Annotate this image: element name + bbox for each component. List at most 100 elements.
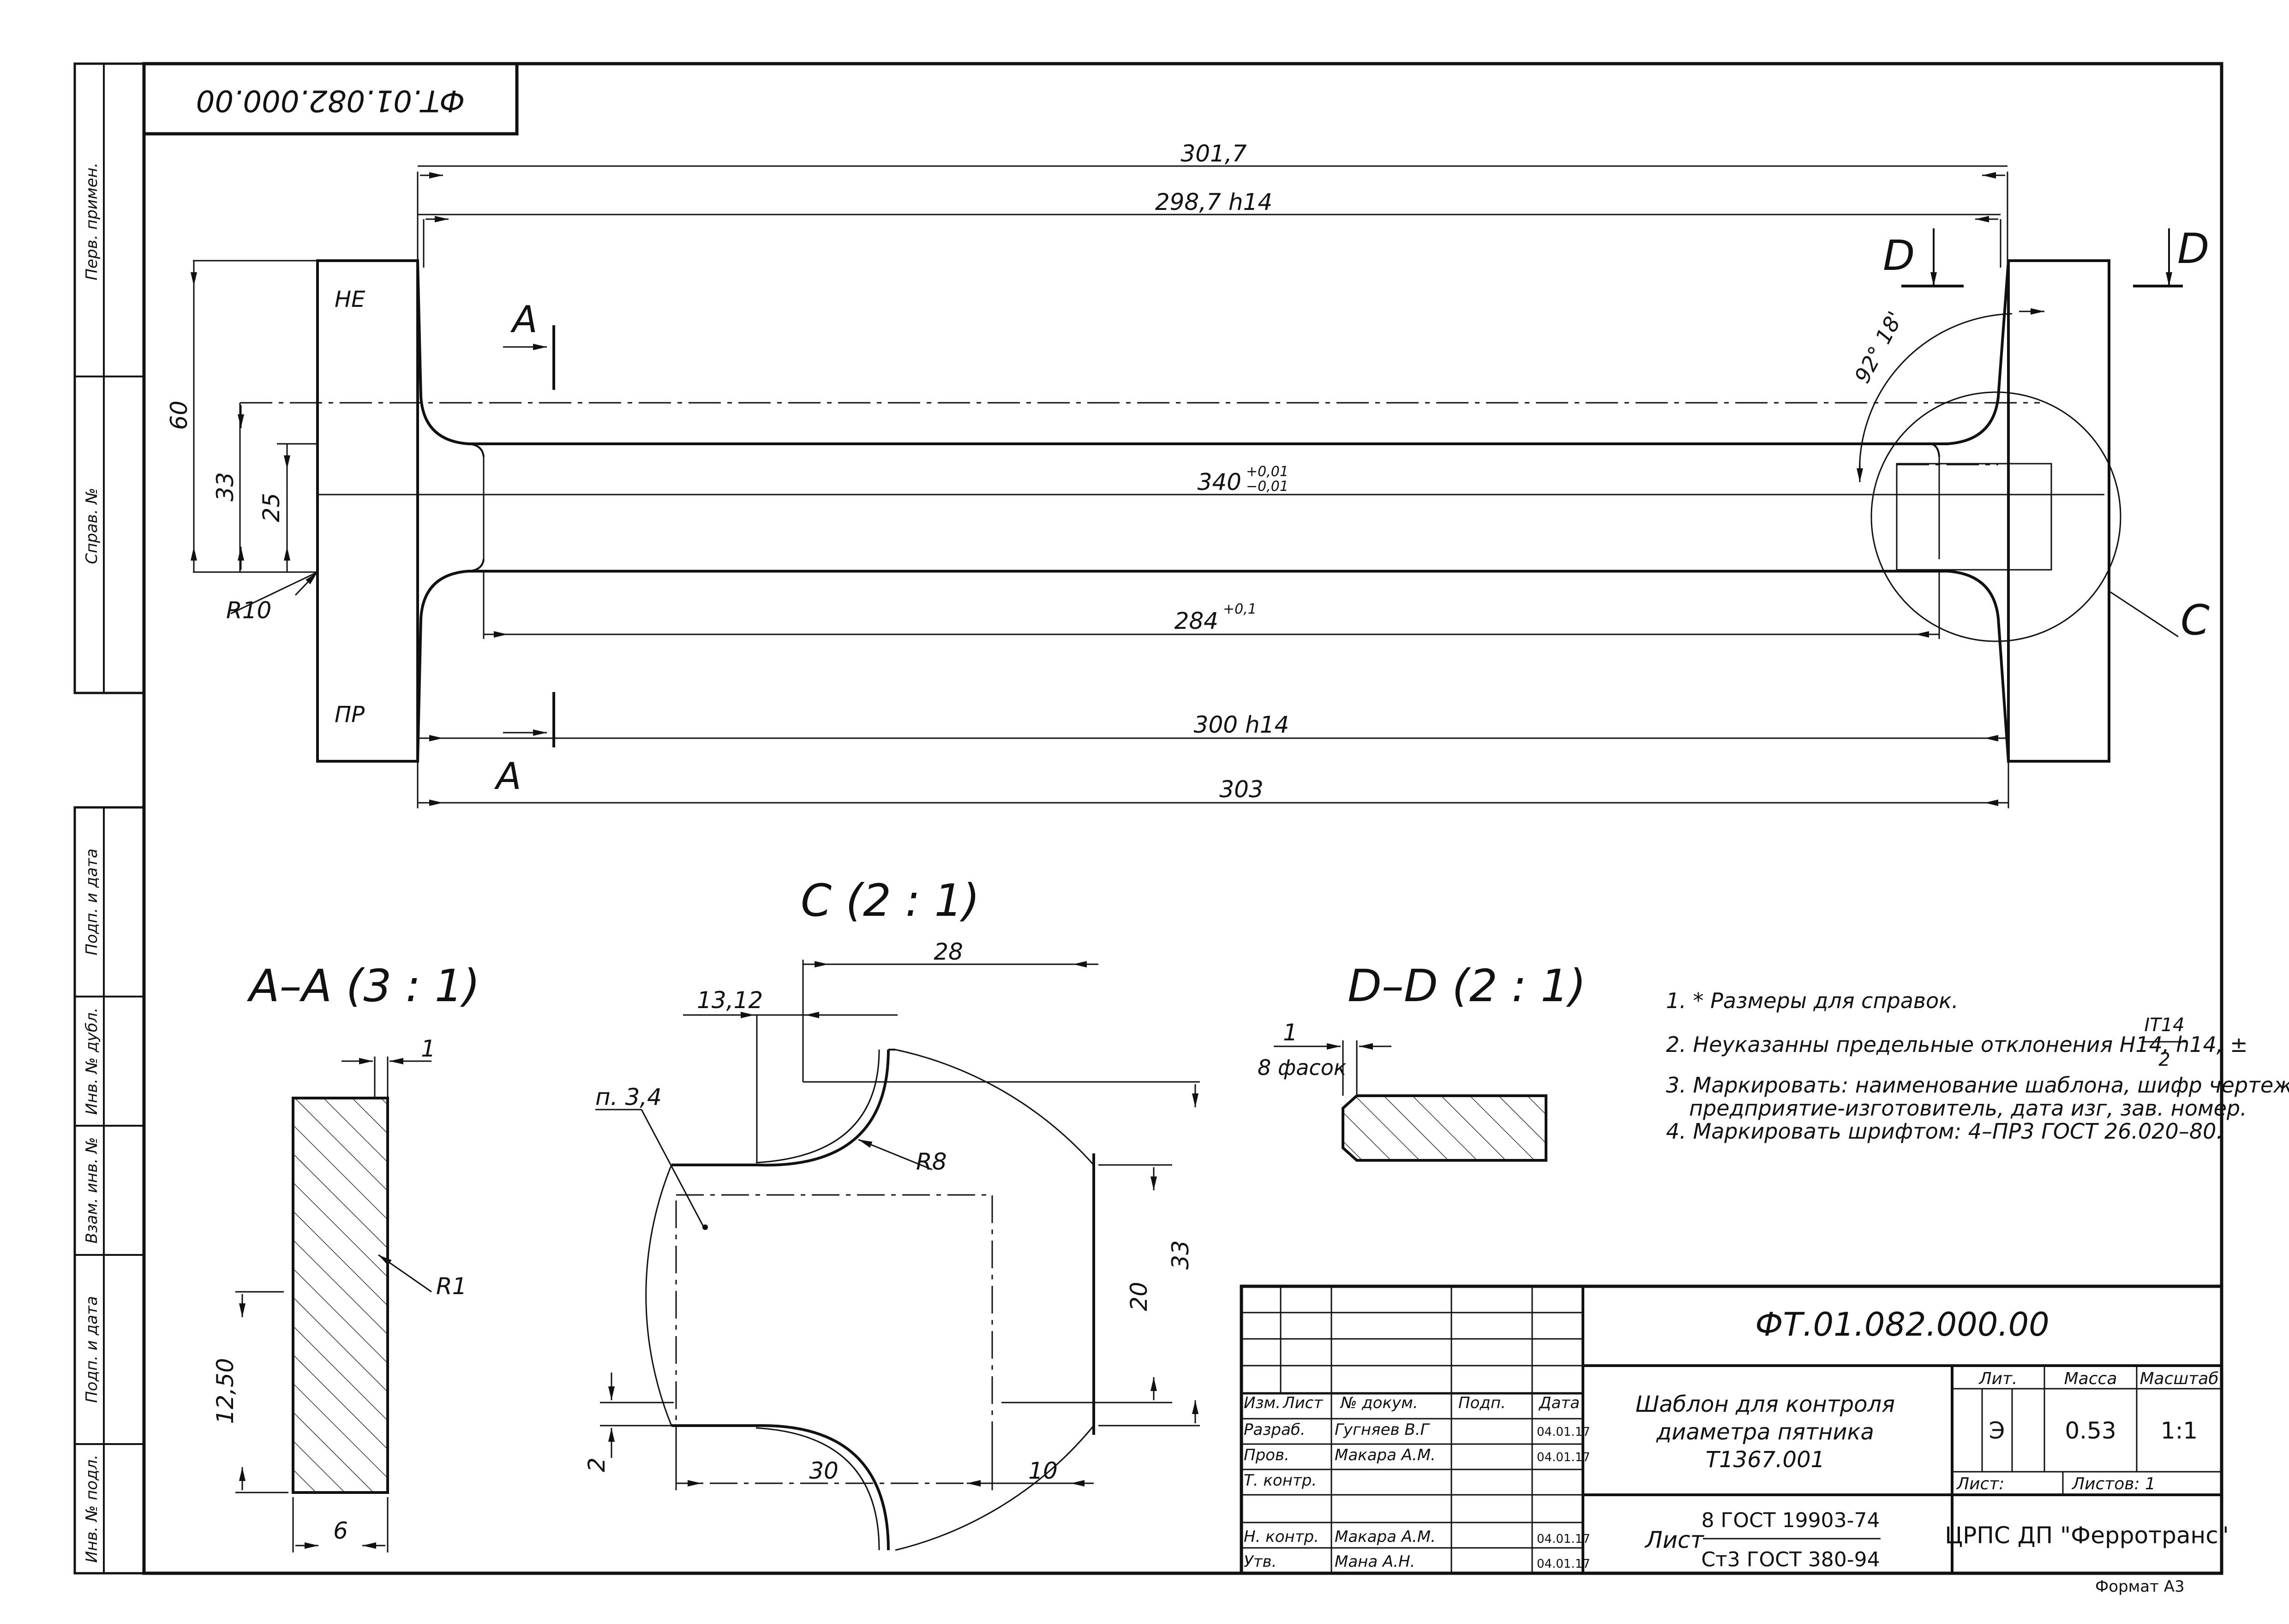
side-label-inv-dubl: Инв. № дубл. (83, 1008, 101, 1115)
title-block: ФТ.01.082.000.00 Изм. Лист № докум. Подп… (1240, 1284, 2229, 1575)
label-ne: НЕ (335, 287, 366, 312)
section-aa-body (292, 1097, 389, 1494)
dim-300: 300 h14 (1194, 711, 1289, 738)
sheet-frame (73, 62, 2223, 1575)
dim-284: 284 (1174, 608, 1218, 634)
section-a-top: A (510, 298, 538, 341)
material-bottom: Ст3 ГОСТ 380-94 (1701, 1548, 1880, 1571)
dim-33: 33 (212, 472, 239, 502)
dim-301-7: 301,7 (1180, 140, 1246, 167)
hdr-izm: Изм. (1244, 1394, 1281, 1412)
dim-298-7: 298,7 h14 (1155, 189, 1272, 215)
dim-340: 340 (1198, 469, 1241, 496)
note-3b: предприятие-изготовитель, дата изг, зав.… (1689, 1096, 2247, 1121)
technical-notes: 1. * Размеры для справок. 2. Неуказанны … (1666, 988, 2289, 1144)
template-outline (316, 259, 2110, 763)
hdr-doc: № докум. (1340, 1394, 1418, 1412)
detail-c-r8: R8 (916, 1148, 947, 1175)
hdr-list: Лист (1282, 1394, 1323, 1412)
stamp-box: ФТ.01.082.000.00 (144, 64, 519, 136)
side-label-sprav-no: Справ. № (83, 488, 101, 564)
tol-340-up: +0,01 (1246, 464, 1288, 480)
section-d-right: D (2177, 225, 2209, 273)
row-role-6: Утв. (1244, 1552, 1276, 1571)
section-aa-dim-6: 6 (333, 1517, 348, 1544)
row-date-2: 04.01.17 (1537, 1451, 1590, 1464)
title-name-3: Т1367.001 (1706, 1447, 1825, 1473)
row-role-1: Разраб. (1244, 1421, 1306, 1439)
section-d-arrows (1930, 228, 2172, 286)
main-dimension-arrows (191, 172, 2007, 806)
side-column: Перв. примен. Справ. № Подп. и дата Инв.… (83, 162, 101, 1563)
masshtab-value: 1:1 (2161, 1417, 2198, 1444)
note-1: 1. * Размеры для справок. (1666, 988, 1959, 1013)
masshtab-header: Масштаб (2139, 1369, 2218, 1388)
note-3a: 3. Маркировать: наименование шаблона, ши… (1666, 1073, 2289, 1098)
side-label-podp-data-2: Подп. и дата (83, 1296, 101, 1403)
material-top: 8 ГОСТ 19903-74 (1702, 1509, 1880, 1532)
section-a-bottom: A (494, 755, 521, 798)
note-2-numerator: IT14 (2144, 1015, 2184, 1036)
section-aa: A–A (3 : 1) 1 R1 12,50 6 (212, 960, 480, 1552)
title-code: ФТ.01.082.000.00 (1755, 1306, 2049, 1343)
sheet-label: Лист: (1956, 1475, 2004, 1493)
lit-value: Э (1989, 1417, 2005, 1444)
side-label-podp-data-1: Подп. и дата (83, 848, 101, 955)
stamp-code: ФТ.01.082.000.00 (196, 83, 465, 117)
dim-25: 25 (258, 493, 285, 522)
detail-c-dim-13-12: 13,12 (697, 987, 763, 1014)
row-name-5: Макара А.М. (1335, 1528, 1436, 1546)
row-date-6: 04.01.17 (1537, 1557, 1590, 1571)
note-2: 2. Неуказанны предельные отклонения H14,… (1666, 1032, 2248, 1057)
detail-c-dim-10: 10 (1028, 1457, 1058, 1484)
sheets-count: Листов: 1 (2071, 1475, 2156, 1493)
detail-circle-c (1857, 308, 2179, 642)
section-aa-r1: R1 (436, 1273, 467, 1300)
massa-header: Масса (2064, 1369, 2117, 1388)
detail-c-label: C (2181, 596, 2210, 645)
r10-label: R10 (226, 597, 271, 624)
detail-c-note-p34: п. 3,4 (595, 1084, 662, 1111)
row-role-5: Н. контр. (1244, 1528, 1319, 1546)
dim-303: 303 (1219, 776, 1263, 803)
row-date-1: 04.01.17 (1537, 1425, 1590, 1439)
side-label-inv-podl: Инв. № подл. (83, 1455, 101, 1563)
note-2-denominator: 2 (2158, 1049, 2170, 1070)
title-name-2: диаметра пятника (1656, 1419, 1874, 1445)
angle-92-18: 92° 18' (1850, 307, 1908, 387)
detail-c-title: C (2 : 1) (801, 875, 980, 926)
center-lines (240, 402, 2040, 466)
section-markers (552, 285, 2183, 747)
section-dd: D–D (2 : 1) 1 8 фасок (1258, 960, 1586, 1162)
row-date-5: 04.01.17 (1537, 1532, 1590, 1546)
section-aa-title: A–A (3 : 1) (246, 960, 480, 1012)
detail-view-c: C (2 : 1) (583, 875, 1200, 1551)
section-aa-dim-12-50: 12,50 (212, 1358, 239, 1424)
row-name-1: Гугняев В.Г (1335, 1421, 1431, 1439)
organization: ЦРПС ДП "Ферротранс" (1945, 1522, 2229, 1549)
section-d-left: D (1883, 232, 1915, 280)
material-prefix: Лист (1644, 1527, 1705, 1553)
detail-c-dim-33: 33 (1167, 1240, 1194, 1270)
title-name-1: Шаблон для контроля (1636, 1391, 1895, 1417)
side-label-vzam-inv: Взам. инв. № (83, 1137, 101, 1244)
detail-c-dim-30: 30 (809, 1457, 839, 1484)
note-4: 4. Маркировать шрифтом: 4–ПР3 ГОСТ 26.02… (1666, 1119, 2223, 1144)
side-label-perv-primen: Перв. примен. (83, 162, 101, 280)
tol-340-dn: −0,01 (1246, 478, 1288, 495)
dim-60: 60 (166, 400, 192, 430)
hdr-data: Дата (1538, 1394, 1580, 1412)
row-name-6: Мана А.Н. (1335, 1552, 1415, 1571)
row-name-2: Макара А.М. (1335, 1446, 1436, 1464)
label-pr: ПР (335, 702, 365, 728)
detail-c-dim-20: 20 (1126, 1282, 1152, 1311)
detail-c-dim-2: 2 (583, 1457, 610, 1472)
main-dimensions (193, 165, 2104, 808)
section-dd-title: D–D (2 : 1) (1348, 960, 1586, 1012)
section-dd-chamfer: 8 фасок (1258, 1055, 1347, 1080)
lit-header: Лит. (1978, 1369, 2018, 1388)
row-role-2: Пров. (1244, 1446, 1289, 1464)
row-role-3: Т. контр. (1244, 1471, 1317, 1490)
section-dd-dim-1: 1 (1283, 1019, 1298, 1046)
